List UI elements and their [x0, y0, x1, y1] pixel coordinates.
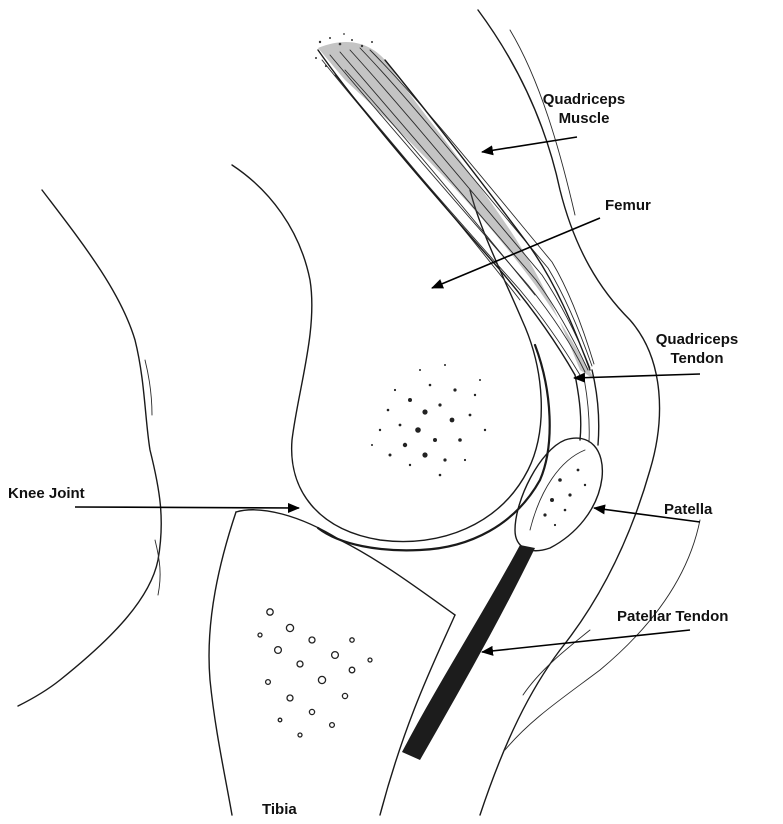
label-quadriceps-tendon-line2: Tendon [648, 349, 746, 368]
posterior-contour [18, 190, 161, 706]
label-tibia: Tibia [262, 800, 297, 819]
label-knee-joint: Knee Joint [8, 484, 85, 503]
arrow-quadriceps-muscle [482, 137, 577, 152]
label-patellar-tendon: Patellar Tendon [617, 607, 728, 626]
tibia-speckles [258, 609, 372, 737]
arrow-knee-joint [75, 507, 299, 508]
label-quadriceps-muscle: Quadriceps Muscle [536, 90, 632, 128]
label-femur: Femur [605, 196, 651, 215]
skin-contour [478, 10, 700, 815]
label-quadriceps-tendon-line1: Quadriceps [648, 330, 746, 349]
label-quadriceps-tendon: Quadriceps Tendon [648, 330, 746, 368]
tibia-bone [209, 510, 455, 815]
patellar-tendon [402, 545, 535, 760]
patella-bone [515, 438, 602, 551]
label-patella: Patella [664, 500, 712, 519]
femur-speckles [371, 364, 486, 476]
quadriceps-tendon [575, 370, 599, 445]
label-quadriceps-muscle-line2: Muscle [536, 109, 632, 128]
label-quadriceps-muscle-line1: Quadriceps [536, 90, 632, 109]
patella-speckles [543, 469, 586, 527]
